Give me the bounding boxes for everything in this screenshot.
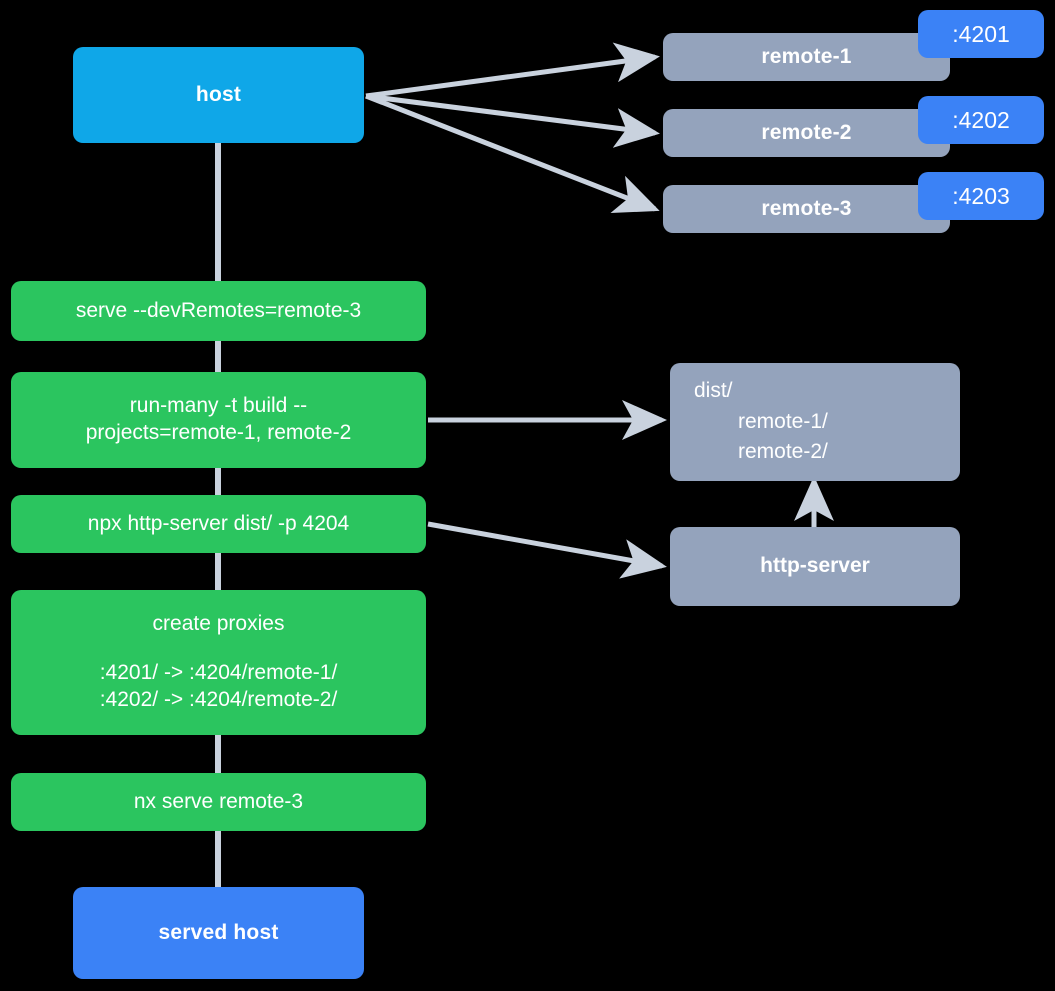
port-badge-remote-1: :4201 (918, 10, 1044, 58)
node-remote-1[interactable]: remote-1 (663, 33, 950, 81)
dist-child-remote-2: remote-2/ (738, 440, 828, 464)
command-serve-dev-remotes-label: serve --devRemotes=remote-3 (75, 298, 362, 322)
node-host[interactable]: host (73, 47, 364, 143)
command-serve-dev-remotes[interactable]: serve --devRemotes=remote-3 (11, 281, 426, 341)
node-remote-3[interactable]: remote-3 (663, 185, 950, 233)
port-badge-remote-3: :4203 (918, 172, 1044, 220)
command-create-proxies[interactable]: create proxies :4201/ -> :4204/remote-1/… (11, 590, 426, 735)
port-badge-remote-2: :4202 (918, 96, 1044, 144)
node-served-host[interactable]: served host (73, 887, 364, 979)
edge-host-to-remote-1 (365, 42, 660, 99)
command-run-many[interactable]: run-many -t build -- projects=remote-1, … (11, 372, 426, 468)
dist-child-remote-1: remote-1/ (738, 409, 828, 433)
command-create-proxies-title: create proxies (152, 612, 285, 636)
port-badge-remote-3-label: :4203 (952, 182, 1010, 209)
node-host-label: host (195, 82, 242, 106)
node-remote-2[interactable]: remote-2 (663, 109, 950, 157)
port-badge-remote-1-label: :4201 (952, 20, 1010, 47)
node-remote-1-label: remote-1 (761, 44, 852, 68)
node-dist-folder[interactable]: dist/ remote-1/ remote-2/ (670, 363, 960, 481)
port-badge-remote-2-label: :4202 (952, 106, 1010, 133)
command-nx-serve-remote-3-label: nx serve remote-3 (133, 789, 304, 813)
edge-host-to-remote-3 (365, 93, 660, 214)
command-run-many-line2: projects=remote-1, remote-2 (85, 421, 352, 444)
node-served-host-label: served host (158, 920, 279, 944)
edge-host-to-remote-2 (365, 93, 660, 148)
command-nx-serve-remote-3[interactable]: nx serve remote-3 (11, 773, 426, 831)
edge-cmd-to-http-server (427, 521, 667, 579)
node-remote-3-label: remote-3 (761, 196, 852, 220)
node-remote-2-label: remote-2 (761, 120, 852, 144)
command-run-many-line1: run-many -t build -- (129, 394, 308, 418)
node-http-server[interactable]: http-server (670, 527, 960, 606)
dist-root-label: dist/ (694, 379, 733, 403)
command-create-proxies-mapping-2: :4202/ -> :4204/remote-2/ (99, 687, 338, 711)
command-npx-http-server[interactable]: npx http-server dist/ -p 4204 (11, 495, 426, 553)
command-npx-http-server-label: npx http-server dist/ -p 4204 (87, 511, 350, 535)
command-create-proxies-mapping-1: :4201/ -> :4204/remote-1/ (99, 661, 338, 685)
node-http-server-label: http-server (760, 554, 870, 578)
